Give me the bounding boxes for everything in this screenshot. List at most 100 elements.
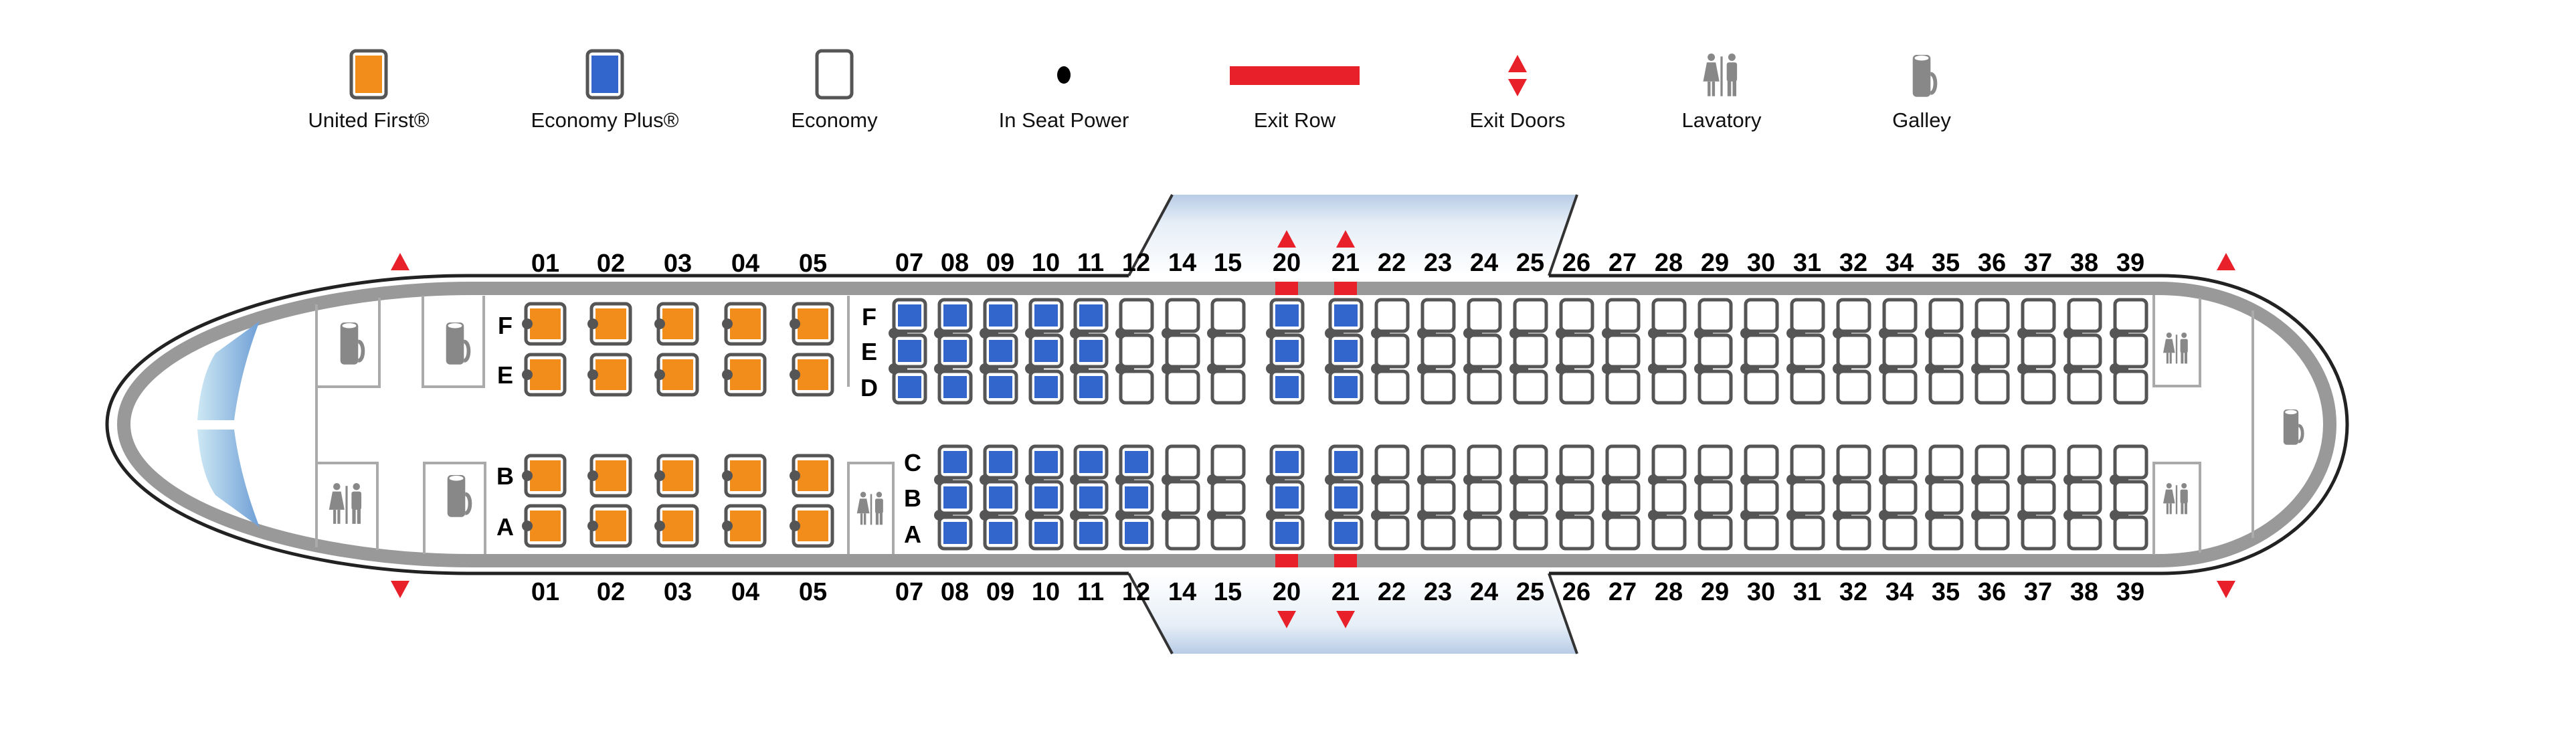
seat-12A[interactable]: [1119, 515, 1154, 551]
seat-38A[interactable]: [2067, 515, 2102, 551]
seat-14A[interactable]: [1165, 515, 1200, 551]
seat-12E[interactable]: [1119, 333, 1154, 369]
seat-37C[interactable]: [2021, 444, 2056, 480]
seat-22F[interactable]: [1374, 298, 1410, 333]
seat-32B[interactable]: [1836, 480, 1871, 515]
seat-10A[interactable]: [1028, 515, 1064, 551]
seat-23A[interactable]: [1420, 515, 1456, 551]
seat-14E[interactable]: [1165, 333, 1200, 369]
seat-28B[interactable]: [1651, 480, 1687, 515]
seat-28F[interactable]: [1651, 298, 1687, 333]
seat-26C[interactable]: [1559, 444, 1594, 480]
seat-03F[interactable]: [656, 302, 699, 346]
seat-11F[interactable]: [1073, 298, 1109, 333]
seat-12F[interactable]: [1119, 298, 1154, 333]
seat-25A[interactable]: [1513, 515, 1548, 551]
seat-12D[interactable]: [1119, 369, 1154, 405]
seat-39C[interactable]: [2113, 444, 2148, 480]
seat-38C[interactable]: [2067, 444, 2102, 480]
seat-24D[interactable]: [1467, 369, 1502, 405]
seat-31B[interactable]: [1790, 480, 1825, 515]
seat-01F[interactable]: [524, 302, 567, 346]
seat-08B[interactable]: [937, 480, 973, 515]
seat-08F[interactable]: [937, 298, 973, 333]
seat-35A[interactable]: [1928, 515, 1964, 551]
seat-25E[interactable]: [1513, 333, 1548, 369]
seat-07D[interactable]: [892, 369, 927, 405]
seat-10B[interactable]: [1028, 480, 1064, 515]
seat-08D[interactable]: [937, 369, 973, 405]
seat-21D[interactable]: [1328, 369, 1364, 405]
seat-20A[interactable]: [1269, 515, 1305, 551]
seat-15E[interactable]: [1210, 333, 1246, 369]
seat-39E[interactable]: [2113, 333, 2148, 369]
seat-04B[interactable]: [724, 454, 767, 498]
seat-09F[interactable]: [983, 298, 1018, 333]
seat-31F[interactable]: [1790, 298, 1825, 333]
seat-11B[interactable]: [1073, 480, 1109, 515]
seat-27F[interactable]: [1605, 298, 1641, 333]
seat-36F[interactable]: [1974, 298, 2010, 333]
seat-35D[interactable]: [1928, 369, 1964, 405]
seat-37D[interactable]: [2021, 369, 2056, 405]
seat-02B[interactable]: [589, 454, 632, 498]
seat-34C[interactable]: [1882, 444, 1918, 480]
seat-22A[interactable]: [1374, 515, 1410, 551]
seat-05F[interactable]: [792, 302, 834, 346]
seat-30B[interactable]: [1744, 480, 1779, 515]
seat-26D[interactable]: [1559, 369, 1594, 405]
seat-22C[interactable]: [1374, 444, 1410, 480]
seat-10D[interactable]: [1028, 369, 1064, 405]
seat-27D[interactable]: [1605, 369, 1641, 405]
seat-29F[interactable]: [1697, 298, 1733, 333]
seat-29D[interactable]: [1697, 369, 1733, 405]
seat-28C[interactable]: [1651, 444, 1687, 480]
seat-28A[interactable]: [1651, 515, 1687, 551]
seat-11D[interactable]: [1073, 369, 1109, 405]
seat-32C[interactable]: [1836, 444, 1871, 480]
seat-15B[interactable]: [1210, 480, 1246, 515]
seat-23B[interactable]: [1420, 480, 1456, 515]
seat-15A[interactable]: [1210, 515, 1246, 551]
seat-25B[interactable]: [1513, 480, 1548, 515]
seat-26F[interactable]: [1559, 298, 1594, 333]
seat-20F[interactable]: [1269, 298, 1305, 333]
seat-34D[interactable]: [1882, 369, 1918, 405]
seat-08E[interactable]: [937, 333, 973, 369]
seat-25D[interactable]: [1513, 369, 1548, 405]
seat-24B[interactable]: [1467, 480, 1502, 515]
seat-09B[interactable]: [983, 480, 1018, 515]
seat-35C[interactable]: [1928, 444, 1964, 480]
seat-08C[interactable]: [937, 444, 973, 480]
seat-20C[interactable]: [1269, 444, 1305, 480]
seat-21A[interactable]: [1328, 515, 1364, 551]
seat-14B[interactable]: [1165, 480, 1200, 515]
seat-20E[interactable]: [1269, 333, 1305, 369]
seat-30D[interactable]: [1744, 369, 1779, 405]
seat-02A[interactable]: [589, 504, 632, 548]
seat-37B[interactable]: [2021, 480, 2056, 515]
seat-20D[interactable]: [1269, 369, 1305, 405]
seat-10C[interactable]: [1028, 444, 1064, 480]
seat-39F[interactable]: [2113, 298, 2148, 333]
seat-22B[interactable]: [1374, 480, 1410, 515]
seat-11A[interactable]: [1073, 515, 1109, 551]
seat-36D[interactable]: [1974, 369, 2010, 405]
seat-09C[interactable]: [983, 444, 1018, 480]
seat-35B[interactable]: [1928, 480, 1964, 515]
seat-09D[interactable]: [983, 369, 1018, 405]
seat-07F[interactable]: [892, 298, 927, 333]
seat-14D[interactable]: [1165, 369, 1200, 405]
seat-04F[interactable]: [724, 302, 767, 346]
seat-32D[interactable]: [1836, 369, 1871, 405]
seat-26B[interactable]: [1559, 480, 1594, 515]
seat-08A[interactable]: [937, 515, 973, 551]
seat-38F[interactable]: [2067, 298, 2102, 333]
seat-25C[interactable]: [1513, 444, 1548, 480]
seat-20B[interactable]: [1269, 480, 1305, 515]
seat-10F[interactable]: [1028, 298, 1064, 333]
seat-11C[interactable]: [1073, 444, 1109, 480]
seat-21B[interactable]: [1328, 480, 1364, 515]
seat-15D[interactable]: [1210, 369, 1246, 405]
seat-29A[interactable]: [1697, 515, 1733, 551]
